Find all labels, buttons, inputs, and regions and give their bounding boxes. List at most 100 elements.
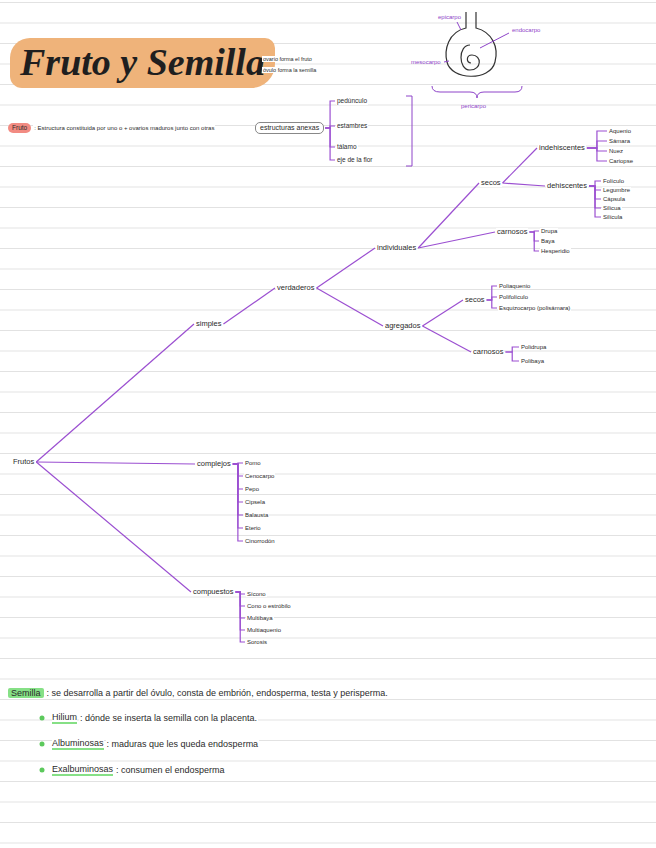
node-text: Cariopse <box>609 158 633 164</box>
tree-term: Eterio <box>244 525 262 532</box>
node-text: secos <box>465 295 485 304</box>
tree-term: Polibaya <box>520 358 545 365</box>
part-label: pericarpo <box>460 103 487 110</box>
tree-term: individuales <box>376 244 417 253</box>
tree-term: secos <box>480 179 502 188</box>
tree-term: Esquizocarpo (polisámara) <box>498 305 571 312</box>
bullet-text: : dónde se inserta la semilla con la pla… <box>79 713 258 723</box>
bullet-dot <box>40 742 45 747</box>
node-text: Pepo <box>245 486 259 492</box>
node-text: compuestos <box>193 587 233 596</box>
bullet-term: Hilium <box>52 712 77 724</box>
tree-term: Pepo <box>244 486 260 493</box>
tree-term: simples <box>195 320 222 329</box>
node-text: Hesperidio <box>541 248 570 254</box>
tree-connector <box>587 141 607 148</box>
tree-term: compuestos <box>192 588 234 597</box>
tree-connector <box>589 181 601 186</box>
node-text: Esquizocarpo (polisámara) <box>499 305 570 311</box>
tree-connector <box>422 326 471 352</box>
tree-connector <box>223 288 275 324</box>
node-text: estructuras anexas <box>260 124 319 131</box>
tree-term: Multiaquenio <box>246 627 282 634</box>
tree-term: Multibaya <box>246 615 274 622</box>
tree-connector <box>418 232 495 248</box>
node-text: Sícono <box>247 591 266 597</box>
node-text: Balausta <box>245 512 268 518</box>
node-text: Sorosis <box>247 639 267 645</box>
part-label: mesocarpo <box>410 59 442 66</box>
tree-term: dehiscentes <box>546 182 588 191</box>
node-text: complejos <box>197 459 231 468</box>
tree-term: pedúnculo <box>336 97 368 104</box>
tree-connector <box>589 186 601 217</box>
node-text: verdaderos <box>277 283 315 292</box>
tree-connector <box>487 286 497 300</box>
node-text: Multibaya <box>247 615 273 621</box>
side-note: ovario forma el fruto <box>262 56 313 62</box>
tree-connector <box>487 300 497 308</box>
node-text: Drupa <box>541 228 557 234</box>
tree-term: Silicua <box>602 205 622 212</box>
page-title: Fruto y Semilla <box>10 38 275 88</box>
bullet-dot <box>40 716 45 721</box>
node-text: eje de la flor <box>337 156 372 163</box>
node-text: agregados <box>385 321 420 330</box>
tree-term: eje de la flor <box>336 156 373 163</box>
node-text: Polifolículo <box>499 294 528 300</box>
tree-term: Silícula <box>602 214 623 221</box>
tree-connector <box>587 148 607 161</box>
tree-term: Poliaquenio <box>498 283 531 290</box>
tree-term: Sícono <box>246 591 267 598</box>
tree-term: Nuez <box>608 148 624 155</box>
rounded-box: estructuras anexas <box>255 122 324 134</box>
tree-term: Cono o estróbilo <box>246 603 292 610</box>
tree-term: estambres <box>336 122 368 129</box>
tree-connector <box>36 324 194 462</box>
definition-text: : Estructura constituida por uno o + ova… <box>33 125 215 132</box>
node-text: Baya <box>541 238 555 244</box>
tree-term: carnosos <box>472 348 504 357</box>
tree-term: Hesperidio <box>540 248 571 255</box>
tree-term: Cápsula <box>602 196 626 203</box>
tree-connector <box>36 462 191 592</box>
tree-connector <box>36 462 195 464</box>
tree-term: Sorosis <box>246 639 268 646</box>
side-bracket <box>406 96 412 166</box>
node-text: Polidrupa <box>521 344 546 350</box>
node-text: Sámara <box>609 138 630 144</box>
tree-connector <box>233 464 243 541</box>
node-text: dehiscentes <box>547 181 587 190</box>
tree-connector <box>325 128 335 160</box>
node-text: Nuez <box>609 148 623 154</box>
node-text: Frutos <box>13 457 34 466</box>
tree-term: Folículo <box>602 178 625 185</box>
node-text: pedúnculo <box>337 97 367 104</box>
highlight-term: Fruto <box>8 123 31 132</box>
node-text: individuales <box>377 243 416 252</box>
tree-connector <box>422 300 463 326</box>
tree-connector <box>317 248 375 288</box>
tree-term: secos <box>464 296 486 305</box>
tree-term: Aquenio <box>608 128 632 135</box>
bullets <box>40 716 45 773</box>
ovary-drawing <box>446 12 496 76</box>
tree-term: Balausta <box>244 512 269 519</box>
tree-term: indehiscentes <box>538 144 586 153</box>
node-text: simples <box>196 319 221 328</box>
node-text: Silicua <box>603 205 621 211</box>
pericarp-bracket <box>432 86 522 98</box>
node-text: Poliaquenio <box>499 283 530 289</box>
tree-term: tálamo <box>336 143 358 150</box>
tree-connector <box>418 183 479 248</box>
node-text: carnosos <box>497 227 527 236</box>
node-text: Cipsela <box>245 499 265 505</box>
tree-connector <box>503 183 545 186</box>
tree-term: Polidrupa <box>520 344 547 351</box>
tree-connector <box>587 131 607 148</box>
node-text: indehiscentes <box>539 143 585 152</box>
side-note: óvulo forma la semilla <box>262 67 317 73</box>
tree-term: Legumbre <box>602 187 631 194</box>
tree-term: Cinorrodón <box>244 538 276 545</box>
